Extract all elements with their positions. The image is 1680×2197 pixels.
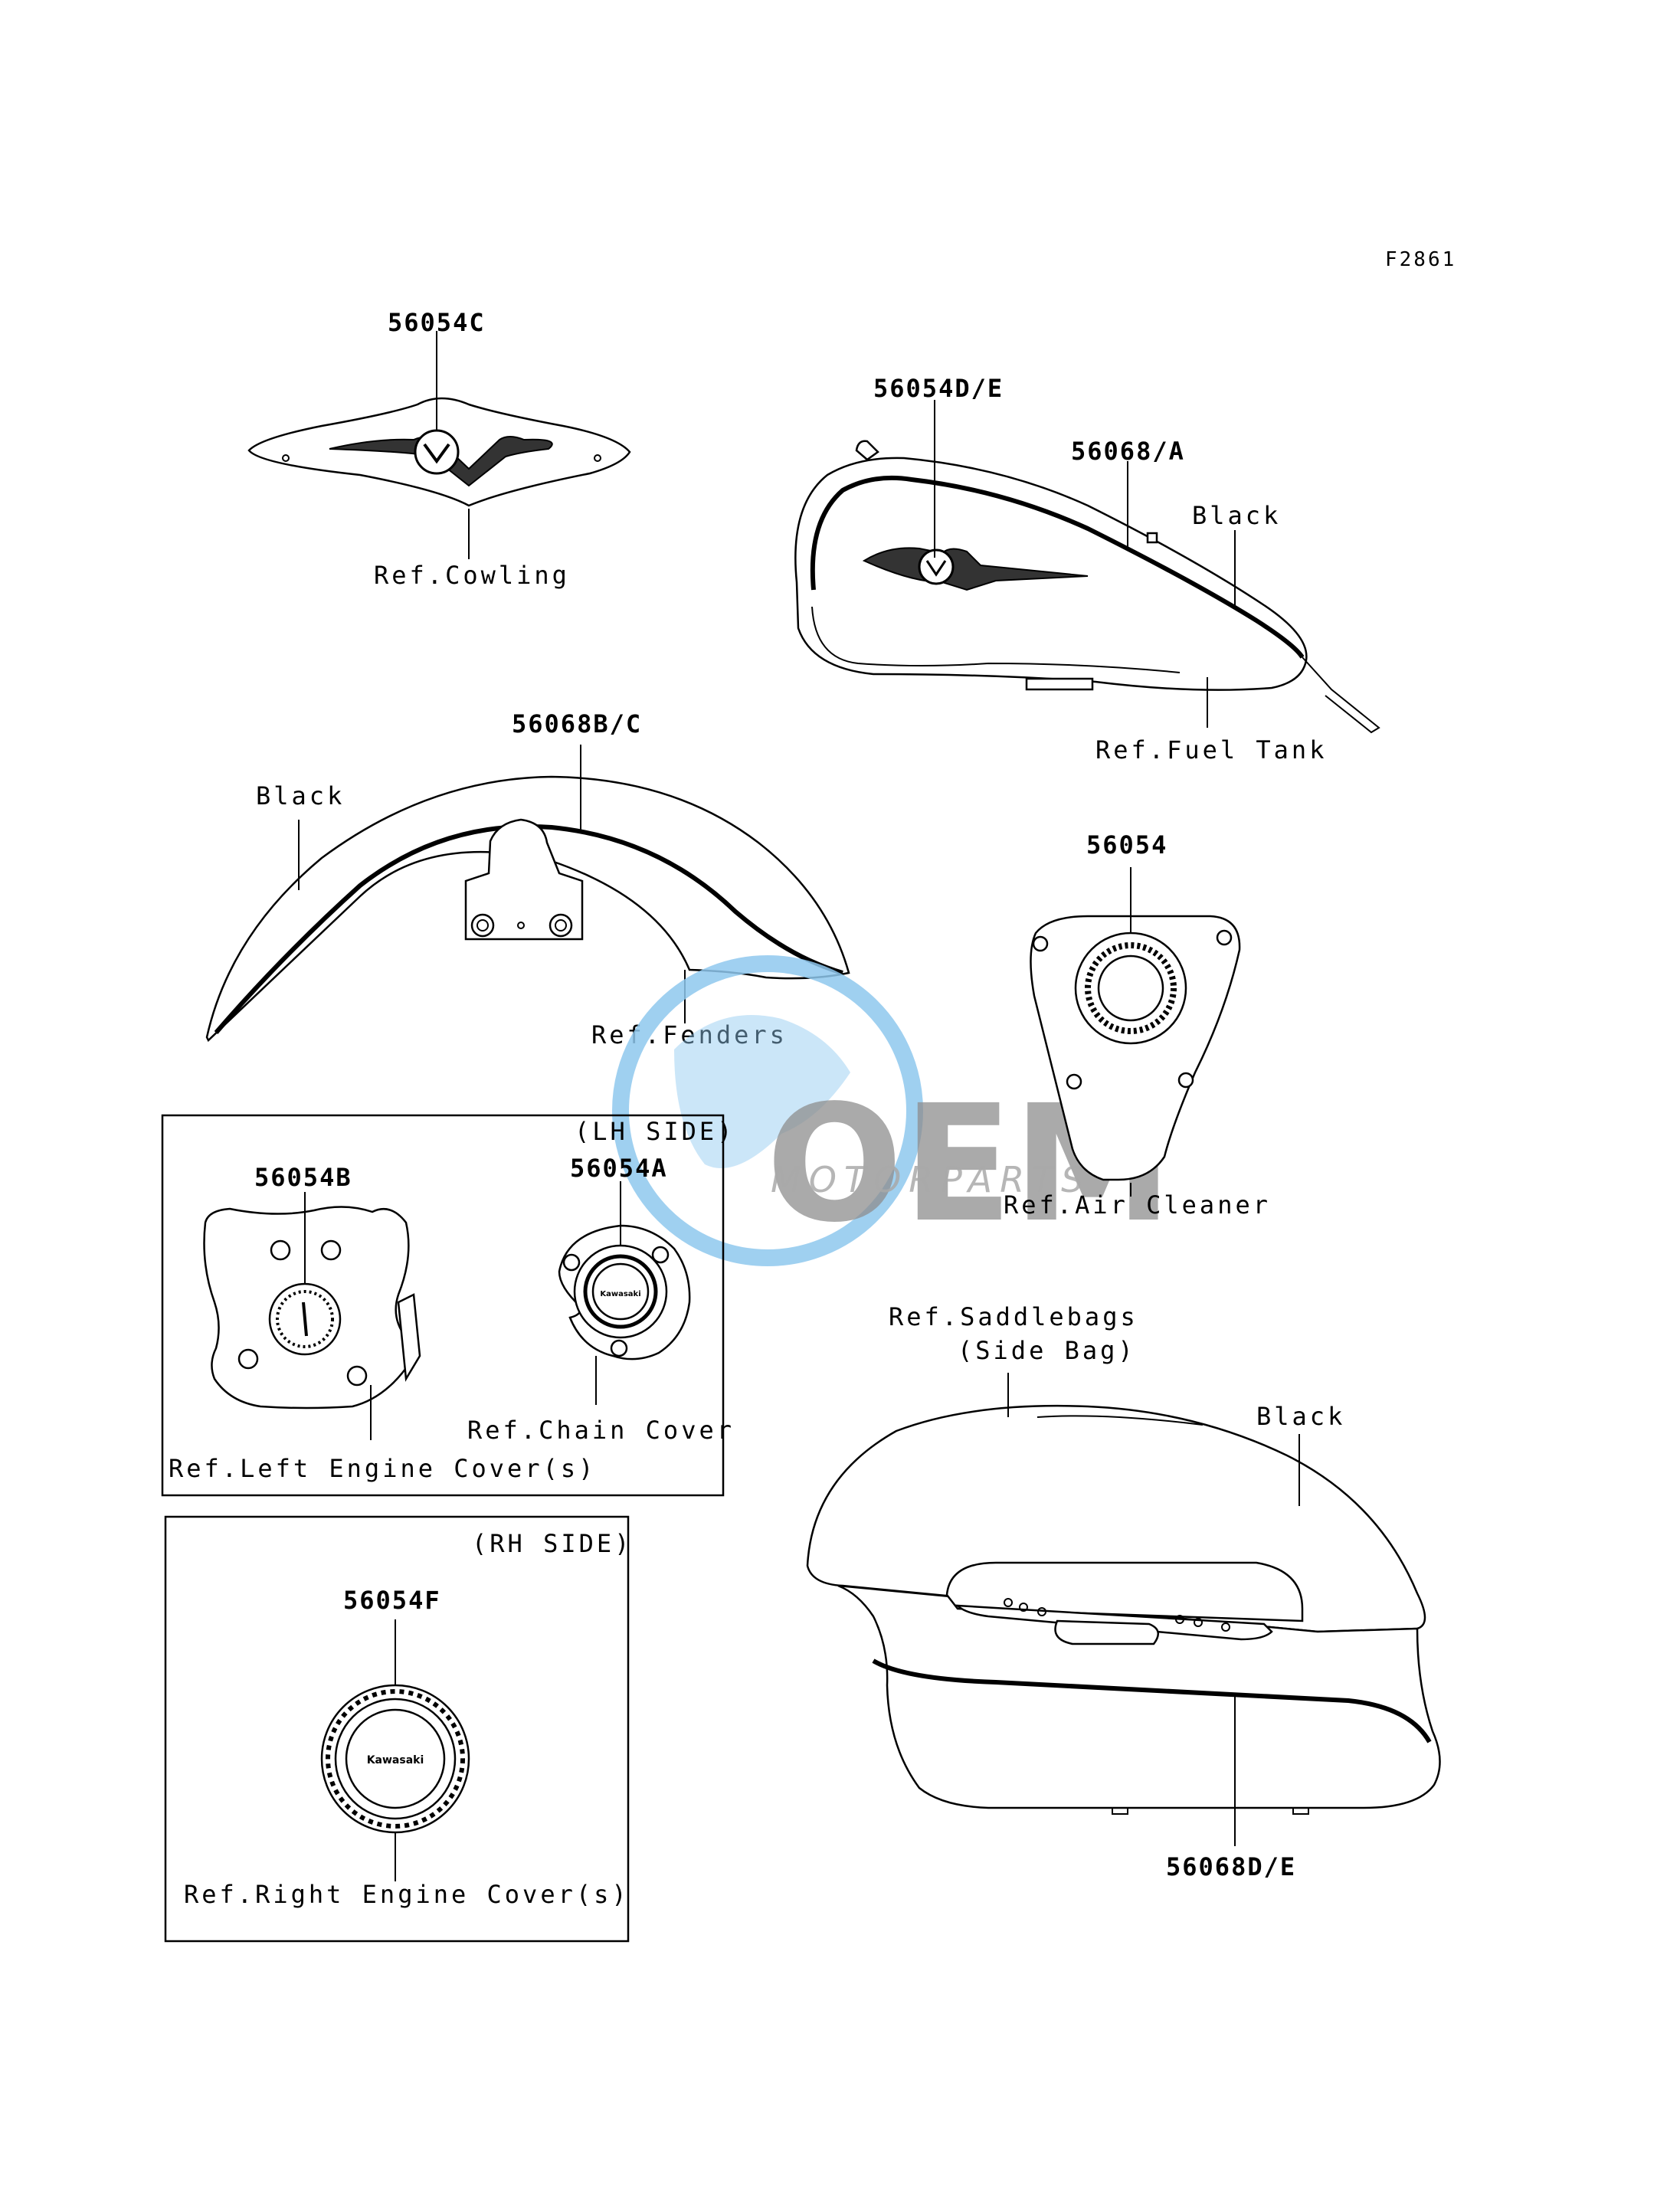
saddlebag-black-label: Black	[1256, 1402, 1345, 1431]
tank-v-logo-icon	[925, 560, 947, 577]
fuel-tank-mount	[1025, 677, 1094, 691]
lec-bolt-2	[320, 1239, 342, 1261]
air-cleaner-bolt-2	[1216, 929, 1233, 946]
tank-black-label: Black	[1192, 501, 1281, 530]
chain-cover-group: Kawasaki	[558, 1181, 691, 1405]
air-cleaner-group	[1030, 867, 1241, 1197]
part-56054A: 56054A	[570, 1154, 668, 1183]
lh-side-box	[161, 1114, 725, 1497]
fender-bolt-right	[549, 913, 573, 938]
rec-knurl	[326, 1689, 465, 1829]
lec-bolt-3	[237, 1348, 259, 1370]
fuel-tank-cap	[855, 440, 879, 461]
part-56054B: 56054B	[254, 1163, 352, 1192]
fender-center-hole	[517, 922, 525, 929]
saddlebag-latch-bar	[945, 1561, 1304, 1622]
cowling-bolt-left	[282, 454, 290, 462]
ref-fuel-tank: Ref.Fuel Tank	[1095, 735, 1327, 765]
rec-inner	[345, 1708, 446, 1809]
fuel-tank-rear-bracket	[1302, 656, 1380, 734]
part-56054C: 56054C	[388, 308, 486, 337]
ref-fenders: Ref.Fenders	[591, 1020, 788, 1049]
fender-bolt-left	[470, 913, 495, 938]
lec-bolt-4	[346, 1365, 368, 1387]
figure-id: F2861	[1385, 248, 1456, 271]
part-56068BC: 56068B/C	[512, 709, 642, 738]
lec-emblem-ring	[276, 1290, 334, 1348]
chain-bolt-2	[651, 1246, 670, 1264]
ref-saddlebags-sub: (Side Bag)	[958, 1336, 1136, 1365]
lec-bolt-1	[270, 1239, 291, 1261]
cowling-bolt-right	[594, 454, 601, 462]
air-cleaner-bolt-4	[1177, 1072, 1194, 1089]
cowling-group	[247, 331, 631, 559]
air-cleaner-emblem-inner	[1097, 954, 1164, 1022]
fender-black-label: Black	[256, 781, 345, 810]
fuel-tank-stripe	[810, 475, 1305, 659]
ref-cowling: Ref.Cowling	[374, 561, 570, 590]
part-56054: 56054	[1086, 830, 1167, 859]
saddlebag-lid-seam	[1036, 1415, 1204, 1426]
chain-cover-inner	[591, 1262, 650, 1321]
saddlebag-body	[837, 1584, 1441, 1809]
left-engine-cover-side	[397, 1293, 421, 1382]
fuel-tank-wing-emblem	[862, 547, 1089, 591]
rec-logo: Kawasaki	[367, 1754, 424, 1766]
saddlebag-stripe	[872, 1658, 1432, 1744]
fuel-tank-group	[794, 400, 1380, 734]
part-56054F: 56054F	[343, 1586, 441, 1615]
chain-cover-ring	[583, 1254, 658, 1329]
chain-bolt-3	[610, 1339, 628, 1357]
lec-emblem-mark	[302, 1302, 308, 1337]
part-56068A: 56068/A	[1071, 437, 1185, 466]
watermark-continent	[674, 1015, 850, 1168]
right-engine-cover-group: Kawasaki	[320, 1619, 470, 1881]
air-cleaner-bolt-3	[1066, 1073, 1082, 1090]
rh-side-box	[164, 1515, 630, 1943]
tank-v-badge	[918, 548, 955, 585]
saddlebag-handle	[1054, 1619, 1159, 1645]
fender-mount	[464, 818, 584, 941]
ref-air-cleaner: Ref.Air Cleaner	[1004, 1190, 1271, 1220]
left-engine-cover-group	[203, 1192, 421, 1440]
lh-side-label: (LH SIDE)	[575, 1117, 735, 1146]
rh-side-label: (RH SIDE)	[472, 1529, 632, 1558]
air-cleaner-bolt-1	[1032, 935, 1049, 952]
ref-saddlebags: Ref.Saddlebags	[889, 1302, 1138, 1331]
fuel-tank-clip	[1146, 532, 1158, 544]
air-cleaner-emblem-ring	[1085, 942, 1177, 1034]
cowling-v-badge	[414, 429, 460, 475]
ref-left-engine-cover: Ref.Left Engine Cover(s)	[169, 1454, 596, 1483]
ref-right-engine-cover: Ref.Right Engine Cover(s)	[184, 1880, 630, 1909]
fuel-tank-lower-line	[811, 606, 1181, 673]
chain-cover-logo: Kawasaki	[600, 1290, 640, 1298]
watermark-globe	[612, 955, 923, 1266]
part-56068DE: 56068D/E	[1166, 1852, 1296, 1881]
part-56054DE: 56054D/E	[873, 374, 1004, 403]
ref-chain-cover: Ref.Chain Cover	[467, 1416, 735, 1445]
chain-bolt-1	[562, 1253, 581, 1272]
v-logo-icon	[423, 443, 450, 464]
saddlebag-group	[806, 1373, 1441, 1846]
watermark-sub: MOTORPARTS	[771, 1159, 1091, 1200]
